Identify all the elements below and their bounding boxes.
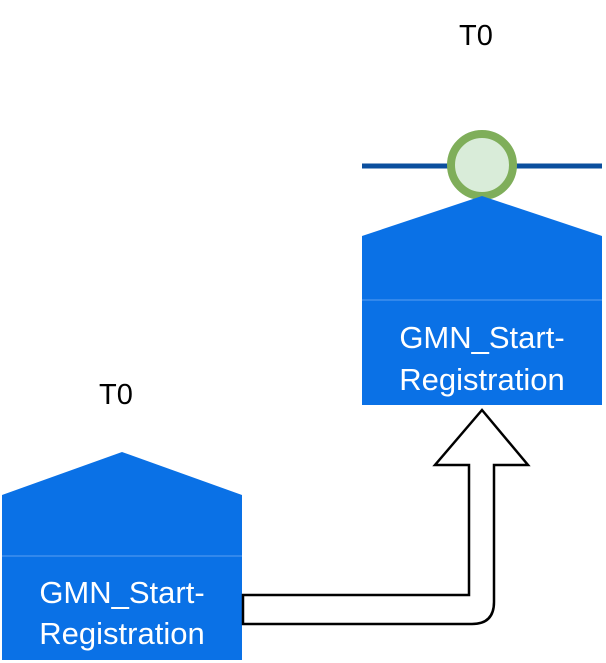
block-left-label-line2: Registration bbox=[39, 616, 204, 651]
block-left-label-line1: GMN_Start- bbox=[39, 575, 204, 610]
block-right-time-label: T0 bbox=[459, 20, 493, 52]
block-left-time-label: T0 bbox=[99, 379, 133, 411]
timeline-group bbox=[362, 130, 602, 200]
timeline-node-icon[interactable] bbox=[447, 130, 517, 200]
block-right-label-line2: Registration bbox=[399, 362, 564, 397]
block-left[interactable]: T0 GMN_Start- Registration bbox=[2, 379, 242, 660]
block-right-label-line1: GMN_Start- bbox=[399, 320, 564, 355]
bent-arrow-icon[interactable] bbox=[241, 408, 531, 626]
block-right[interactable]: T0 GMN_Start- Registration bbox=[362, 20, 602, 405]
